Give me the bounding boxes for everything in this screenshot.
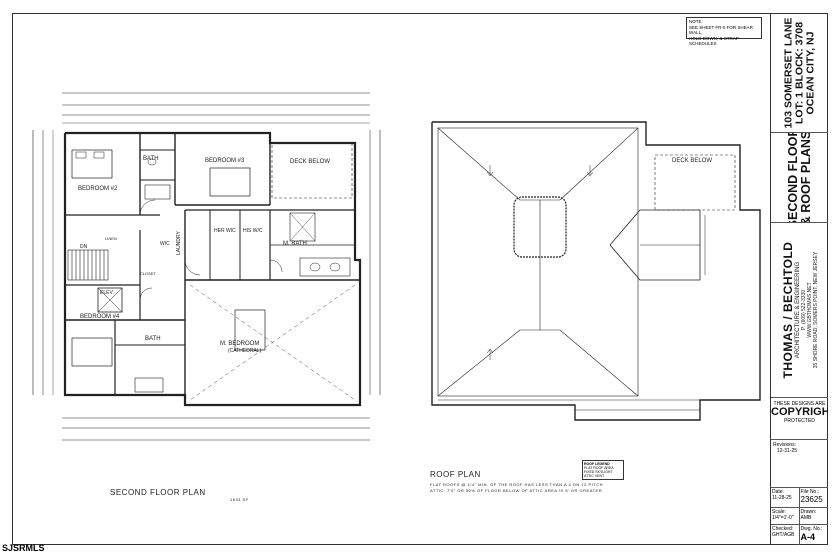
meta-grid: Date: 11-28-25 File No.: 23625 Scale: 1/… [771,488,828,545]
drawing-sheet [12,13,828,545]
scale-label: Scale: [772,509,786,515]
dwg-value: A-4 [800,532,816,542]
revisions-label: Revisions: [773,442,797,448]
room-bedroom-4: BEDROOM #4 [80,314,120,320]
scale-cell: Scale: 1/4"=1'-0" [771,508,800,525]
watermark: SJSRMLS [2,543,45,553]
roof-legend: ROOF LEGEND FLAT ROOF AREA FIXED SKYLIGH… [582,460,624,480]
roof-deck-below: DECK BELOW [672,158,712,164]
copyright-word: COPYRIGHT [771,406,828,418]
sheet-title-line-1: SECOND FLOOR [785,133,800,223]
room-bedroom-2: BEDROOM #2 [78,186,118,192]
room-his-wc: HIS W/C [243,228,263,234]
firm-info: THOMAS / BECHTOLD ARCHITECTURE & ENGINEE… [781,225,819,395]
room-closet: CLOSET [140,271,157,276]
checked-value: GHT/AGB [772,532,795,538]
note-line-1: SEE SHEET FR-0 FOR SHEAR WALL, [689,24,753,36]
drawn-value: AMB [800,515,812,521]
sheet-title-line-2: & ROOF PLANS [798,133,813,223]
address-line-2: LOT: 1 BLOCK: 3708 [793,21,805,124]
date-cell: Date: 11-28-25 [771,488,800,508]
firm-website: WWW.GBTHOMAS.NET [806,282,813,338]
second-floor-plan [32,92,381,441]
note-box: NOTE: SEE SHEET FR-0 FOR SHEAR WALL, HOL… [686,17,762,46]
address-line-1: 103 SOMERSET LANE [782,17,794,128]
revisions-value: 12-31-25 [777,448,798,454]
legend-item-2: FIXED SKYLIGHT [584,470,613,474]
stair-dn: DN [80,244,88,250]
firm-name: THOMAS / BECHTOLD [780,241,795,379]
drawn-label: Drawn: [800,509,817,515]
room-master-bedroom-sub: (CATHEDRAL) [228,348,262,354]
firm-phone: P: (609) 522-3330 [800,289,807,331]
roof-note-1: FLAT ROOFS @ 1/4" MIN. OF THE ROOF HAS L… [430,482,603,487]
room-laundry: LAUNDRY [176,231,182,255]
roof-note-2: ATTIC: 7'0" OR 50% OF FLOOR BELOW OF ATT… [430,488,604,493]
sheet-title-cell: SECOND FLOOR & ROOF PLANS [771,133,828,223]
title-block: 103 SOMERSET LANE LOT: 1 BLOCK: 3708 OCE… [770,13,828,545]
room-master-bath: M. BATH [283,241,307,247]
room-bath-1: BATH [143,156,159,162]
copyright-cell: THESE DESIGNS ARE COPYRIGHT PROTECTED [771,398,828,440]
checked-label: Checked: [772,526,794,532]
note-line-2: HOLD DOWN, & STRAP SCHEDULES [689,35,739,47]
room-bath-2: BATH [145,336,161,342]
drawn-cell: Drawn: AMB [799,508,828,525]
address-line-3: OCEAN CITY, NJ [804,31,816,114]
room-linen: LINEN [105,236,117,241]
room-master-bedroom: M. BEDROOM [220,341,259,347]
room-her-wic: HER WIC [214,228,236,234]
room-bedroom-3: BEDROOM #3 [205,158,245,164]
dwg-label: Dwg. No.: [800,526,823,532]
roof-plan-title: ROOF PLAN [430,470,481,479]
legend-item-1: FLAT ROOF AREA [584,466,614,470]
dwg-cell: Dwg. No.: A-4 [800,525,829,545]
address-cell: 103 SOMERSET LANE LOT: 1 BLOCK: 3708 OCE… [771,13,828,133]
date-value: 11-28-25 [772,495,792,501]
address: 103 SOMERSET LANE LOT: 1 BLOCK: 3708 OCE… [782,17,816,128]
revisions-cell: Revisions: 12-31-25 [771,440,828,488]
room-deck-below: DECK BELOW [290,159,330,165]
firm-address: 35 SHORE ROAD, SOMERS POINT, NEW JERSEY [812,251,819,369]
roof-plan [431,121,761,421]
scale-value: 1/4"=1'-0" [772,515,794,521]
copyright-pre: THESE DESIGNS ARE [773,401,826,407]
sheet-title: SECOND FLOOR & ROOF PLANS [785,133,813,223]
firm-subtitle: ARCHITECTURE & ENGINEERING [794,261,801,359]
checked-cell: Checked: GHT/AGB [771,525,800,545]
room-labels: BEDROOM #2 BEDROOM #3 BEDROOM #4 BATH BA… [78,156,712,354]
date-label: Date: [772,489,784,495]
second-floor-area: 1633 SF [230,497,249,502]
room-wic: WIC [160,241,170,247]
file-cell: File No.: 23625 [799,488,828,508]
file-label: File No.: [800,489,820,495]
file-value: 23625 [800,495,823,504]
second-floor-plan-title: SECOND FLOOR PLAN [110,488,206,497]
firm-cell: THOMAS / BECHTOLD ARCHITECTURE & ENGINEE… [771,223,828,398]
room-elevator: ELEV. [100,290,114,296]
note-heading: NOTE: [689,19,703,24]
copyright-post: PROTECTED [784,418,815,424]
legend-title: ROOF LEGEND [584,462,610,466]
legend-item-3: ATTIC VENT [584,474,605,478]
